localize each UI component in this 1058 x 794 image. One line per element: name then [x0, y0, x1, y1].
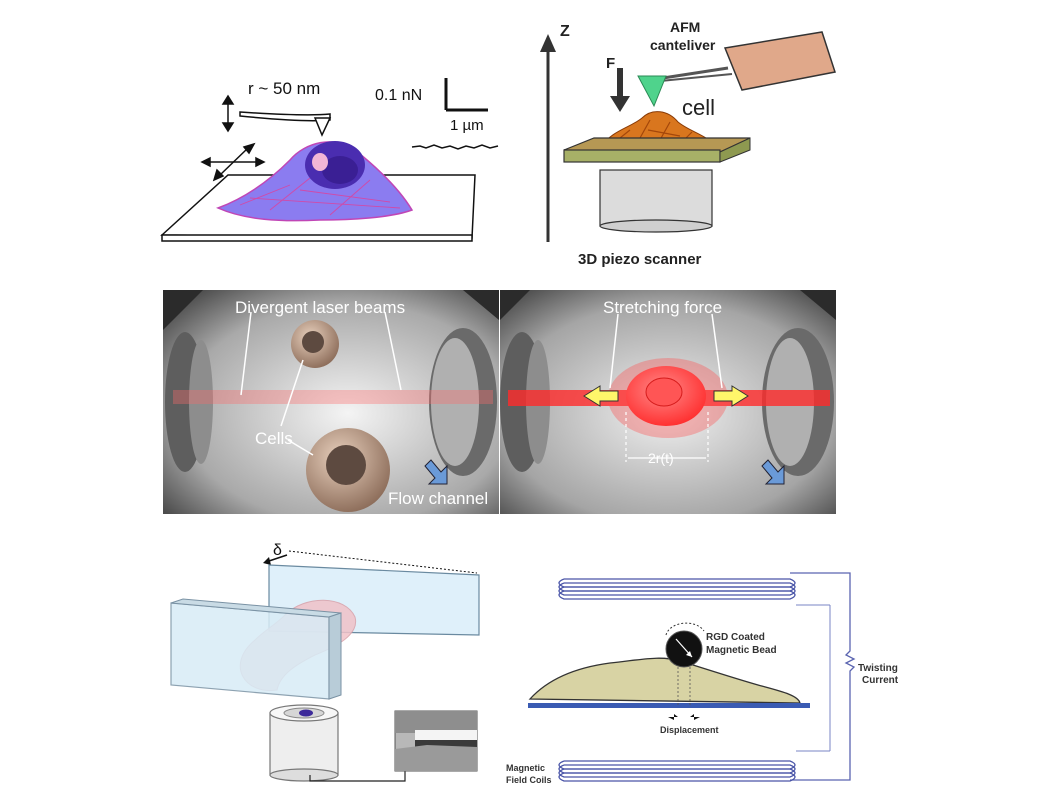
deflection-arrow	[268, 554, 288, 562]
afm-setup-panel: Z AFM canteliver F cell 3D piezo scanner	[540, 19, 836, 268]
plate-rheometer-panel: δ	[170, 542, 480, 782]
piezo-scanner-label: 3D piezo scanner	[578, 251, 702, 268]
sem-inset-image	[394, 710, 478, 772]
length-scale-label: 1 µm	[450, 117, 484, 134]
substrate-edge	[161, 234, 473, 242]
vertical-motion-arrow	[221, 94, 235, 133]
afm-tip	[637, 75, 667, 108]
bottom-plate	[170, 602, 330, 700]
optical-stretcher-right: Stretching force 2r(t)	[500, 290, 836, 514]
stretching-force-label: Stretching force	[603, 298, 722, 317]
optical-stretcher-left: Divergent laser beams Cells Flow channel	[163, 290, 499, 514]
bottom-field-coils	[558, 760, 796, 782]
right-fiber-holder	[429, 328, 497, 476]
cell-label: cell	[682, 95, 715, 120]
bead-label-line1: RGD Coated	[706, 632, 765, 643]
flow-arrow	[761, 459, 785, 485]
twisting-current-label-line2: Current	[862, 675, 899, 686]
cantilever-label-line2: canteliver	[650, 37, 716, 53]
objective-lens	[269, 712, 339, 776]
piezo-cylinder	[599, 169, 713, 227]
afm-probe-panel: r ~ 50 nm 0.1 nN 1 µm	[160, 78, 499, 242]
tip-radius-label: r ~ 50 nm	[248, 79, 320, 98]
flow-channel-label: Flow channel	[388, 489, 488, 508]
flow-arrow	[424, 459, 448, 485]
magnetic-bead	[665, 630, 703, 668]
twisting-circuit	[790, 572, 856, 781]
substrate	[528, 703, 810, 708]
displacement-label: Displacement	[660, 725, 719, 735]
magnetic-twisting-panel: Twisting Current RGD Coated Magnetic Bea…	[506, 572, 899, 785]
force-trace	[411, 144, 499, 150]
z-axis-label: Z	[560, 23, 570, 40]
left-force-arrow	[583, 385, 619, 407]
cantilever-tip	[313, 117, 332, 137]
laser-beam	[173, 390, 493, 404]
lateral-motion-arrows	[200, 142, 266, 182]
top-field-coils	[558, 578, 796, 600]
adherent-cell	[528, 657, 801, 704]
cantilever-arm	[723, 31, 836, 91]
field-coils-label-line2: Field Coils	[506, 775, 552, 785]
cantilever-label-line1: AFM	[670, 19, 700, 35]
left-fiber-holder	[165, 332, 213, 472]
cells-label: Cells	[255, 429, 293, 448]
right-force-arrow	[713, 385, 749, 407]
radius-label: 2r(t)	[648, 450, 674, 466]
twisting-current-label-line1: Twisting	[858, 663, 898, 674]
bead-label-line2: Magnetic Bead	[706, 645, 777, 656]
cantilever	[239, 111, 331, 122]
divergent-beams-label: Divergent laser beams	[235, 298, 405, 317]
force-scale-label: 0.1 nN	[375, 87, 422, 104]
rotation-arrow	[665, 622, 705, 636]
deflection-label: δ	[273, 542, 282, 559]
field-coils-label-line1: Magnetic	[506, 763, 545, 773]
force-label: F	[606, 55, 615, 72]
